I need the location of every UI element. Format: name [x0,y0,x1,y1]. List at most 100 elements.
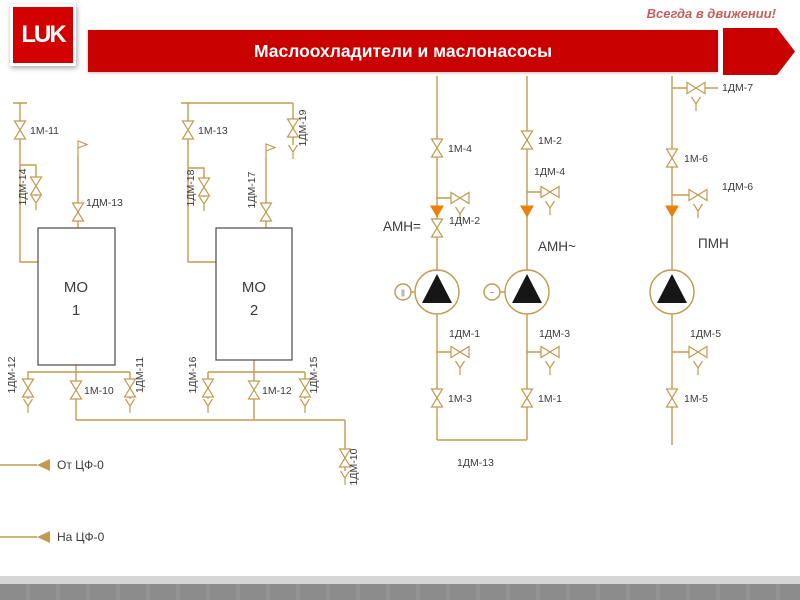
cooler-2-body [215,227,293,361]
label-1m-1: 1М-1 [538,393,562,405]
label-1dm-15: 1ДМ-15 [308,356,320,393]
valve-1dm-7-icon [686,81,706,95]
valve-1m-13-icon [181,120,195,140]
label-1m-13: 1М-13 [198,125,228,137]
drain-y-icon [544,360,556,376]
valve-1m-10-icon [69,380,83,400]
drain-y-icon [544,200,556,216]
valve-1dm-6-icon [688,188,708,202]
pipes-middle-section [411,76,550,441]
valve-1dm-1-icon [450,345,470,359]
label-1m-2: 1М-2 [538,135,562,147]
label-1dm-3: 1ДМ-3 [539,328,570,340]
motor-icon [483,283,501,301]
relief-valve-icon [450,191,470,205]
label-1m-5: 1М-5 [684,393,708,405]
label-1m-10: 1М-10 [84,385,114,397]
company-slogan: Всегда в движении! [646,6,776,21]
pump-amn-ac: ~ АМН~ [483,239,576,315]
label-1dm-17: 1ДМ-17 [246,171,258,208]
pump-label-amn-dc: АМН= [383,219,421,234]
cooler-2-label: МО [242,279,266,296]
check-valve-icon [520,205,534,218]
valve-1m-5-icon [665,388,679,408]
footer-strip-light [0,576,800,584]
flow-in-arrow-icon [37,459,50,471]
valve-1dm-17-icon [259,202,273,222]
drain-symbols [22,96,704,486]
motor-icon [394,283,412,301]
pipes-right-section [671,76,718,445]
drain-y-icon [124,398,136,414]
label-1m-6: 1М-6 [684,153,708,165]
drain-y-icon [299,398,311,414]
pump-amn-dc: || АМН= [383,219,460,315]
label-1dm-5: 1ДМ-5 [690,328,721,340]
drain-y-icon [454,360,466,376]
drain-y-icon [22,398,34,414]
valve-1dm-5-icon [688,345,708,359]
drain-y-icon [692,360,704,376]
pump-label-amn-ac: АМН~ [538,239,576,254]
valve-1dm-16-icon [201,378,215,398]
pennant-flag-icon [265,143,276,159]
lukoil-logo: LUK [10,4,76,66]
label-1dm-10: 1ДМ-10 [348,448,360,485]
flow-out-arrow-icon [37,531,50,543]
valve-1dm-2-icon [430,218,444,238]
label-1dm-7: 1ДМ-7 [722,82,753,94]
motor-glyph: || [401,290,405,297]
valve-1dm-14-icon [29,176,43,196]
valve-1dm-18-icon [197,177,211,197]
valve-1m-11-icon [13,120,27,140]
check-valve-icon [430,205,444,218]
pump-label-pmn: ПМН [698,236,729,251]
cooler-2-number: 2 [250,302,258,319]
drain-y-icon [198,196,210,212]
drain-y-icon [692,203,704,219]
valve-1m-2-icon [520,130,534,150]
label-1dm-14: 1ДМ-14 [17,168,29,205]
label-1dm-1: 1ДМ-1 [449,328,480,340]
pump-triangle-icon [512,274,542,303]
flow-out-label: На ЦФ-0 [57,530,105,544]
drain-y-icon [690,96,702,112]
pump-triangle-icon [422,274,452,303]
label-1m-4: 1М-4 [448,143,472,155]
footer-strip-dark [0,584,800,600]
cooler-1-number: 1 [72,302,80,319]
lukoil-logo-square: LUK [13,7,73,63]
motor-glyph: ~ [490,290,494,297]
lukoil-logo-text: LUK [21,21,66,48]
valve-1m-6-icon [665,148,679,168]
label-1dm-6: 1ДМ-6 [722,181,753,193]
label-1m-3: 1М-3 [448,393,472,405]
label-1dm-13b: 1ДМ-13 [457,457,494,469]
label-1dm-18: 1ДМ-18 [185,169,197,206]
label-1m-11: 1М-11 [30,125,59,137]
oil-cooler-2: МО 2 [215,227,293,361]
drain-y-icon [30,195,42,211]
valve-1m-4-icon [430,138,444,158]
valve-1dm-4-icon [540,185,560,199]
valve-1dm-12-icon [21,378,35,398]
valve-1m-3-icon [430,388,444,408]
pennant-flag-icon [77,140,88,156]
label-1dm-4: 1ДМ-4 [534,166,565,178]
valve-1m-1-icon [520,388,534,408]
cooler-1-body [37,227,116,366]
label-1dm-19: 1ДМ-19 [297,109,309,146]
page-title: Маслоохладители и маслонасосы [253,40,553,61]
valve-1dm-3-icon [540,345,560,359]
check-valve-icon [665,205,679,218]
slide-title-banner: Маслоохладители и маслонасосы [88,30,718,72]
label-1dm-2: 1ДМ-2 [449,215,480,227]
label-1dm-13: 1ДМ-13 [86,197,123,209]
drain-y-icon [202,398,214,414]
label-1dm-11: 1ДМ-11 [134,357,146,393]
pump-triangle-icon [657,274,687,303]
oil-cooler-1: МО 1 [37,227,116,366]
label-1dm-12: 1ДМ-12 [6,356,18,393]
